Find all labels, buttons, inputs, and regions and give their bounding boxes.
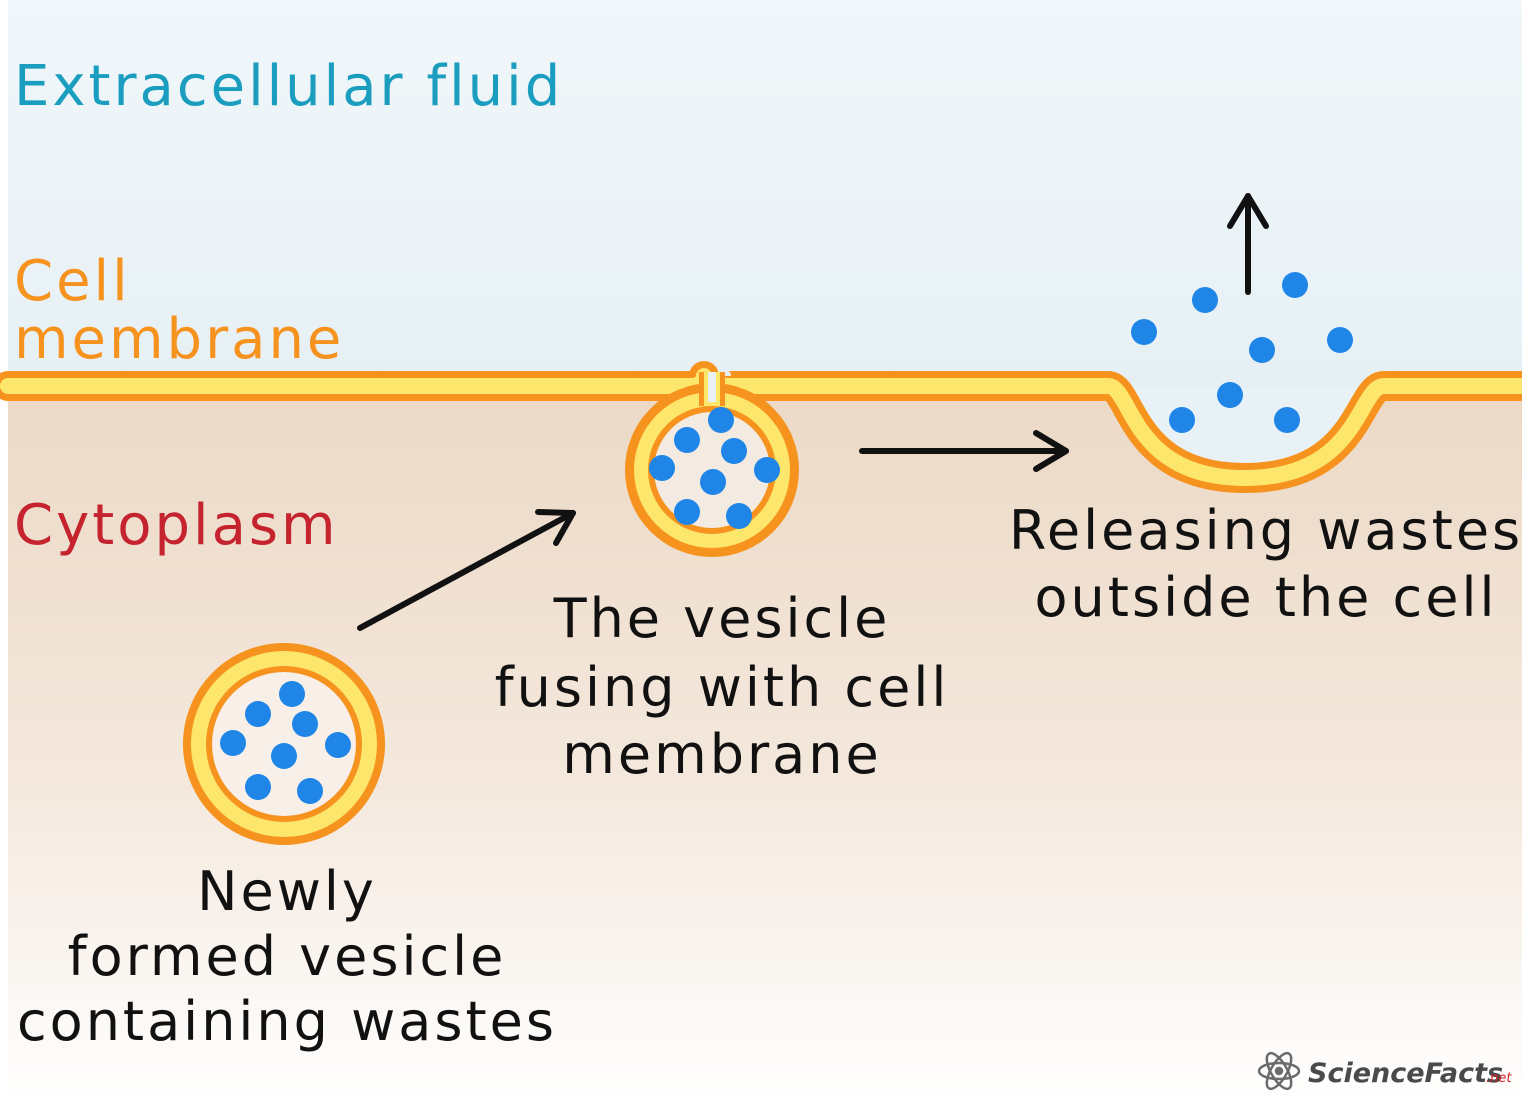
extracellular-region (8, 0, 1522, 388)
waste-dot (721, 438, 747, 464)
waste-dot (245, 701, 271, 727)
logo-tld: .net (1486, 1071, 1512, 1086)
waste-dot (292, 711, 318, 737)
caption-line: The vesicle (553, 587, 891, 650)
waste-dot (279, 681, 305, 707)
caption-line: outside the cell (1035, 566, 1498, 629)
arrow-up-icon (1227, 193, 1269, 295)
extracellular-label: Extracellular fluid (14, 54, 563, 119)
waste-dot (700, 469, 726, 495)
arrow-to-membrane-icon (357, 509, 576, 631)
logo-brand: ScienceFacts (1308, 1058, 1503, 1089)
waste-dot (1131, 319, 1157, 345)
waste-dot (1192, 287, 1218, 313)
waste-dot (245, 774, 271, 800)
waste-dot (1249, 337, 1275, 363)
caption-line: membrane (562, 723, 881, 786)
waste-dots-new-vesicle (220, 681, 351, 804)
waste-dot (754, 457, 780, 483)
waste-dot (325, 732, 351, 758)
waste-dot (674, 499, 700, 525)
waste-dot (726, 503, 752, 529)
waste-dot (708, 407, 734, 433)
caption-line: Newly (197, 860, 377, 923)
waste-dots-released (1131, 272, 1353, 433)
new-vesicle-caption: Newly formed vesicle containing wastes (17, 860, 557, 1053)
caption-line: Releasing wastes (1009, 499, 1523, 562)
caption-line: fusing with cell (495, 656, 950, 719)
membrane-label-line2: membrane (14, 307, 344, 372)
waste-dot (1169, 407, 1195, 433)
atom-icon (1257, 1051, 1301, 1091)
membrane-label-line1: Cell (14, 249, 131, 314)
cytoplasm-label: Cytoplasm (14, 493, 339, 558)
waste-dot (1327, 327, 1353, 353)
waste-dot (1282, 272, 1308, 298)
waste-dot (1217, 382, 1243, 408)
waste-dot (674, 427, 700, 453)
sciencefacts-logo: ScienceFacts .net (1257, 1051, 1512, 1091)
caption-line: formed vesicle (68, 925, 507, 988)
fusing-caption: The vesicle fusing with cell membrane (495, 587, 950, 786)
waste-dots-fusing-vesicle (649, 407, 780, 529)
arrow-right-icon (859, 430, 1069, 472)
caption-line: containing wastes (17, 990, 557, 1053)
waste-dot (649, 455, 675, 481)
releasing-caption: Releasing wastes outside the cell (1009, 499, 1523, 629)
waste-dot (220, 730, 246, 756)
waste-dot (297, 778, 323, 804)
waste-dot (271, 743, 297, 769)
waste-dot (1274, 407, 1300, 433)
